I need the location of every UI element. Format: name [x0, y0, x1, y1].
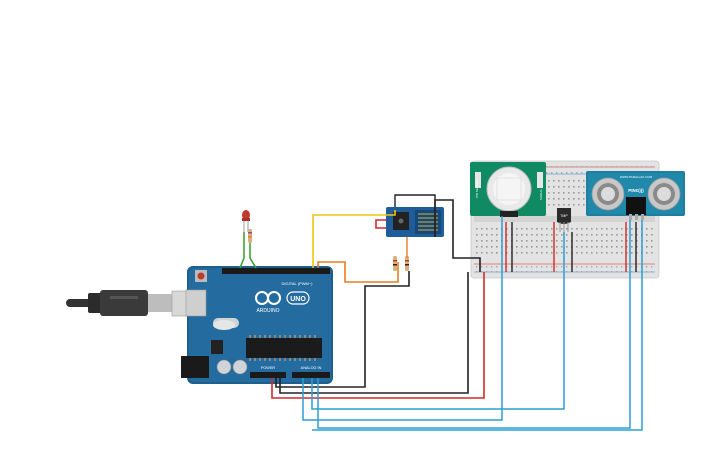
red-led[interactable]	[242, 210, 250, 232]
wire-blue-ultrasonic-2[interactable]	[312, 220, 643, 431]
wire-blue-pir[interactable]	[302, 216, 503, 421]
arduino-uno-board[interactable]: UNO ARDUINO DIGITAL (PWM~) POWER ANALOG …	[181, 266, 333, 384]
usb-port	[185, 289, 207, 317]
wire-orange-esp[interactable]	[317, 261, 399, 283]
arduino-logo	[255, 291, 310, 305]
tmp-label: TMP	[560, 214, 568, 218]
led-wire-green-2[interactable]	[249, 243, 257, 269]
wire-black-esp-gnd[interactable]	[275, 271, 410, 388]
analog-header	[292, 372, 330, 378]
led-wire-green-1[interactable]	[239, 232, 245, 269]
atmega-chip	[246, 338, 322, 358]
board-marking	[213, 320, 235, 330]
power-header	[250, 372, 286, 378]
model-label: UNO	[290, 296, 306, 303]
esp-resistor-1[interactable]	[393, 256, 397, 271]
breadboard-holes	[476, 166, 653, 273]
usb-cable[interactable]	[66, 290, 193, 317]
power-label: POWER	[261, 366, 276, 370]
led-resistor[interactable]	[248, 229, 252, 243]
pir-sensor[interactable]	[470, 162, 546, 217]
esp8266-module[interactable]	[386, 207, 444, 237]
digital-header	[222, 268, 330, 274]
wire-black-gnd[interactable]	[279, 272, 469, 394]
ultrasonic-model-label: PING)))	[628, 188, 644, 193]
pir-label-right: SIGNAL	[539, 189, 543, 200]
ultrasonic-sensor[interactable]	[586, 171, 685, 220]
wire-red-5v[interactable]	[271, 272, 485, 399]
wire-black-breadboard[interactable]	[434, 199, 481, 272]
esp-resistor-2[interactable]	[405, 256, 409, 271]
digital-label: DIGITAL (PWM~)	[282, 281, 314, 286]
ultrasonic-maker-label: WWW.PARALLAX.COM	[620, 175, 653, 179]
wire-blue-tmp[interactable]	[311, 232, 565, 410]
brand-label: ARDUINO	[256, 308, 279, 314]
temperature-sensor[interactable]	[557, 208, 571, 232]
wire-red-esp-loop[interactable]	[375, 219, 386, 229]
analog-label: ANALOG IN	[301, 366, 322, 370]
power-jack	[181, 356, 209, 378]
wire-blue-ultrasonic-1[interactable]	[317, 220, 631, 429]
pir-label-left: PIR SENSOR	[475, 179, 479, 198]
wire-yellow-esp[interactable]	[312, 210, 396, 268]
